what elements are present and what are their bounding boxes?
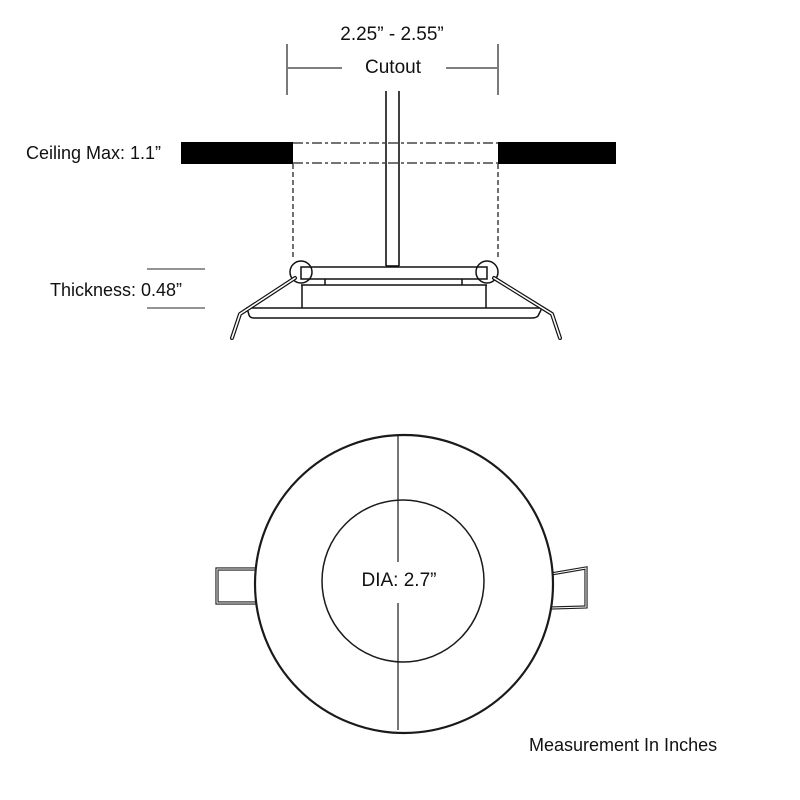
ceiling-section	[181, 142, 616, 164]
thickness-label: Thickness: 0.48”	[50, 280, 182, 300]
cutout-projection-lines	[292, 164, 499, 258]
ceiling-max-label: Ceiling Max: 1.1”	[26, 143, 161, 163]
outer-trim-circle	[253, 433, 555, 735]
right-clip-pivot	[475, 260, 499, 284]
trim-flange	[246, 307, 544, 319]
diameter-label: DIA: 2.7”	[362, 570, 437, 591]
left-clip-pivot	[289, 260, 313, 284]
cutout-label: Cutout	[365, 57, 422, 78]
cutout-range-label: 2.25” - 2.55”	[340, 24, 444, 45]
ceiling-left-slab	[181, 142, 293, 164]
fixture-side-view	[246, 260, 544, 319]
fixture-top-view	[215, 433, 588, 735]
cable-stem	[385, 91, 400, 267]
thickness-dimension	[147, 268, 205, 309]
right-mounting-tab	[550, 566, 588, 610]
ceiling-right-slab	[498, 142, 616, 164]
cutout-dimension	[286, 44, 499, 95]
left-mounting-tab	[215, 567, 256, 605]
top-plate	[300, 266, 488, 280]
units-note: Measurement In Inches	[529, 735, 717, 755]
inner-lens-circle	[321, 499, 485, 663]
spring-clips	[230, 276, 562, 340]
